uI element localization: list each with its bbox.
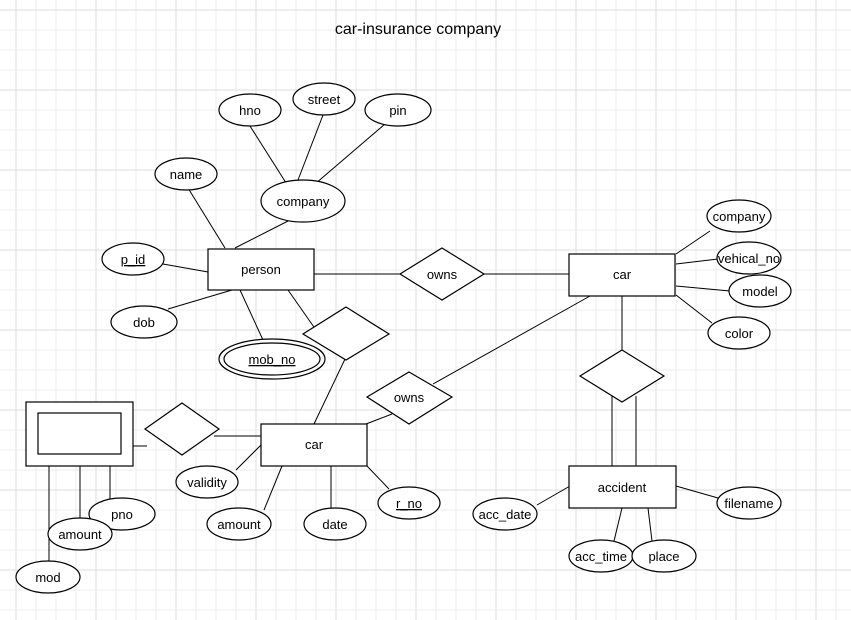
weak-entity-box[interactable] (25, 401, 134, 467)
attribute-hno[interactable]: hno (218, 93, 282, 127)
attribute-r-no[interactable]: r_no (377, 486, 441, 520)
svg-text:mod: mod (35, 570, 60, 585)
attribute-dob[interactable]: dob (110, 305, 178, 339)
svg-text:hno: hno (239, 103, 261, 118)
attribute-name[interactable]: name (154, 157, 218, 191)
attribute-p-id[interactable]: p_id (101, 242, 165, 276)
relationship-car-accident[interactable] (578, 349, 666, 403)
entity-car-top-label: car (613, 267, 632, 282)
entity-person-label: person (241, 262, 281, 277)
svg-text:amount: amount (58, 527, 102, 542)
attribute-color[interactable]: color (707, 316, 771, 350)
connector-lines (48, 114, 731, 562)
attribute-filename[interactable]: filename (716, 486, 782, 520)
svg-text:company: company (713, 209, 766, 224)
svg-text:pin: pin (389, 103, 406, 118)
svg-text:vehical_no: vehical_no (718, 251, 780, 266)
svg-text:company: company (277, 194, 330, 209)
relationship-owns-mid[interactable]: owns (365, 371, 454, 425)
attribute-amount-car[interactable]: amount (206, 507, 272, 541)
svg-text:place: place (648, 549, 679, 564)
attribute-company-person[interactable]: company (260, 179, 346, 223)
svg-text:amount: amount (217, 517, 261, 532)
svg-text:street: street (308, 92, 341, 107)
entity-car-top[interactable]: car (568, 253, 676, 297)
attribute-amount-weak[interactable]: amount (47, 517, 113, 551)
attribute-place[interactable]: place (631, 539, 697, 573)
attribute-validity[interactable]: validity (175, 465, 239, 499)
attribute-pno[interactable]: pno (88, 497, 156, 531)
relationship-owns-top[interactable]: owns (398, 247, 486, 301)
svg-text:p_id: p_id (121, 252, 146, 267)
svg-text:date: date (322, 517, 347, 532)
entity-accident-label: accident (598, 480, 647, 495)
relationship-person-car[interactable] (301, 306, 391, 361)
attribute-acc-time[interactable]: acc_time (568, 539, 634, 573)
svg-text:model: model (742, 284, 778, 299)
attribute-acc-date[interactable]: acc_date (472, 497, 538, 531)
entity-accident[interactable]: accident (568, 465, 677, 509)
svg-text:name: name (170, 167, 203, 182)
attribute-company-car[interactable]: company (706, 199, 772, 233)
attribute-pin[interactable]: pin (364, 93, 432, 127)
attribute-model[interactable]: model (728, 274, 792, 308)
relationship-owns-top-label: owns (427, 267, 458, 282)
attribute-street[interactable]: street (292, 82, 356, 116)
attribute-date[interactable]: date (303, 507, 367, 541)
relationship-owns-mid-label: owns (394, 390, 425, 405)
svg-text:r_no: r_no (396, 496, 422, 511)
svg-text:pno: pno (111, 507, 133, 522)
attribute-vehical-no[interactable]: vehical_no (716, 241, 782, 275)
svg-text:color: color (725, 326, 754, 341)
attribute-mod[interactable]: mod (15, 560, 81, 594)
svg-text:filename: filename (724, 496, 773, 511)
entity-person[interactable]: person (207, 248, 315, 291)
entity-car-bottom[interactable]: car (260, 423, 368, 467)
svg-text:validity: validity (187, 475, 227, 490)
diagram-title: car-insurance company (335, 21, 501, 38)
svg-text:acc_date: acc_date (479, 507, 532, 522)
relationship-weak-car[interactable] (143, 402, 221, 456)
attribute-mob-no[interactable]: mob_no (218, 338, 326, 380)
svg-text:dob: dob (133, 315, 155, 330)
entity-car-bottom-label: car (305, 437, 324, 452)
svg-text:acc_time: acc_time (575, 549, 627, 564)
svg-text:mob_no: mob_no (249, 352, 296, 367)
